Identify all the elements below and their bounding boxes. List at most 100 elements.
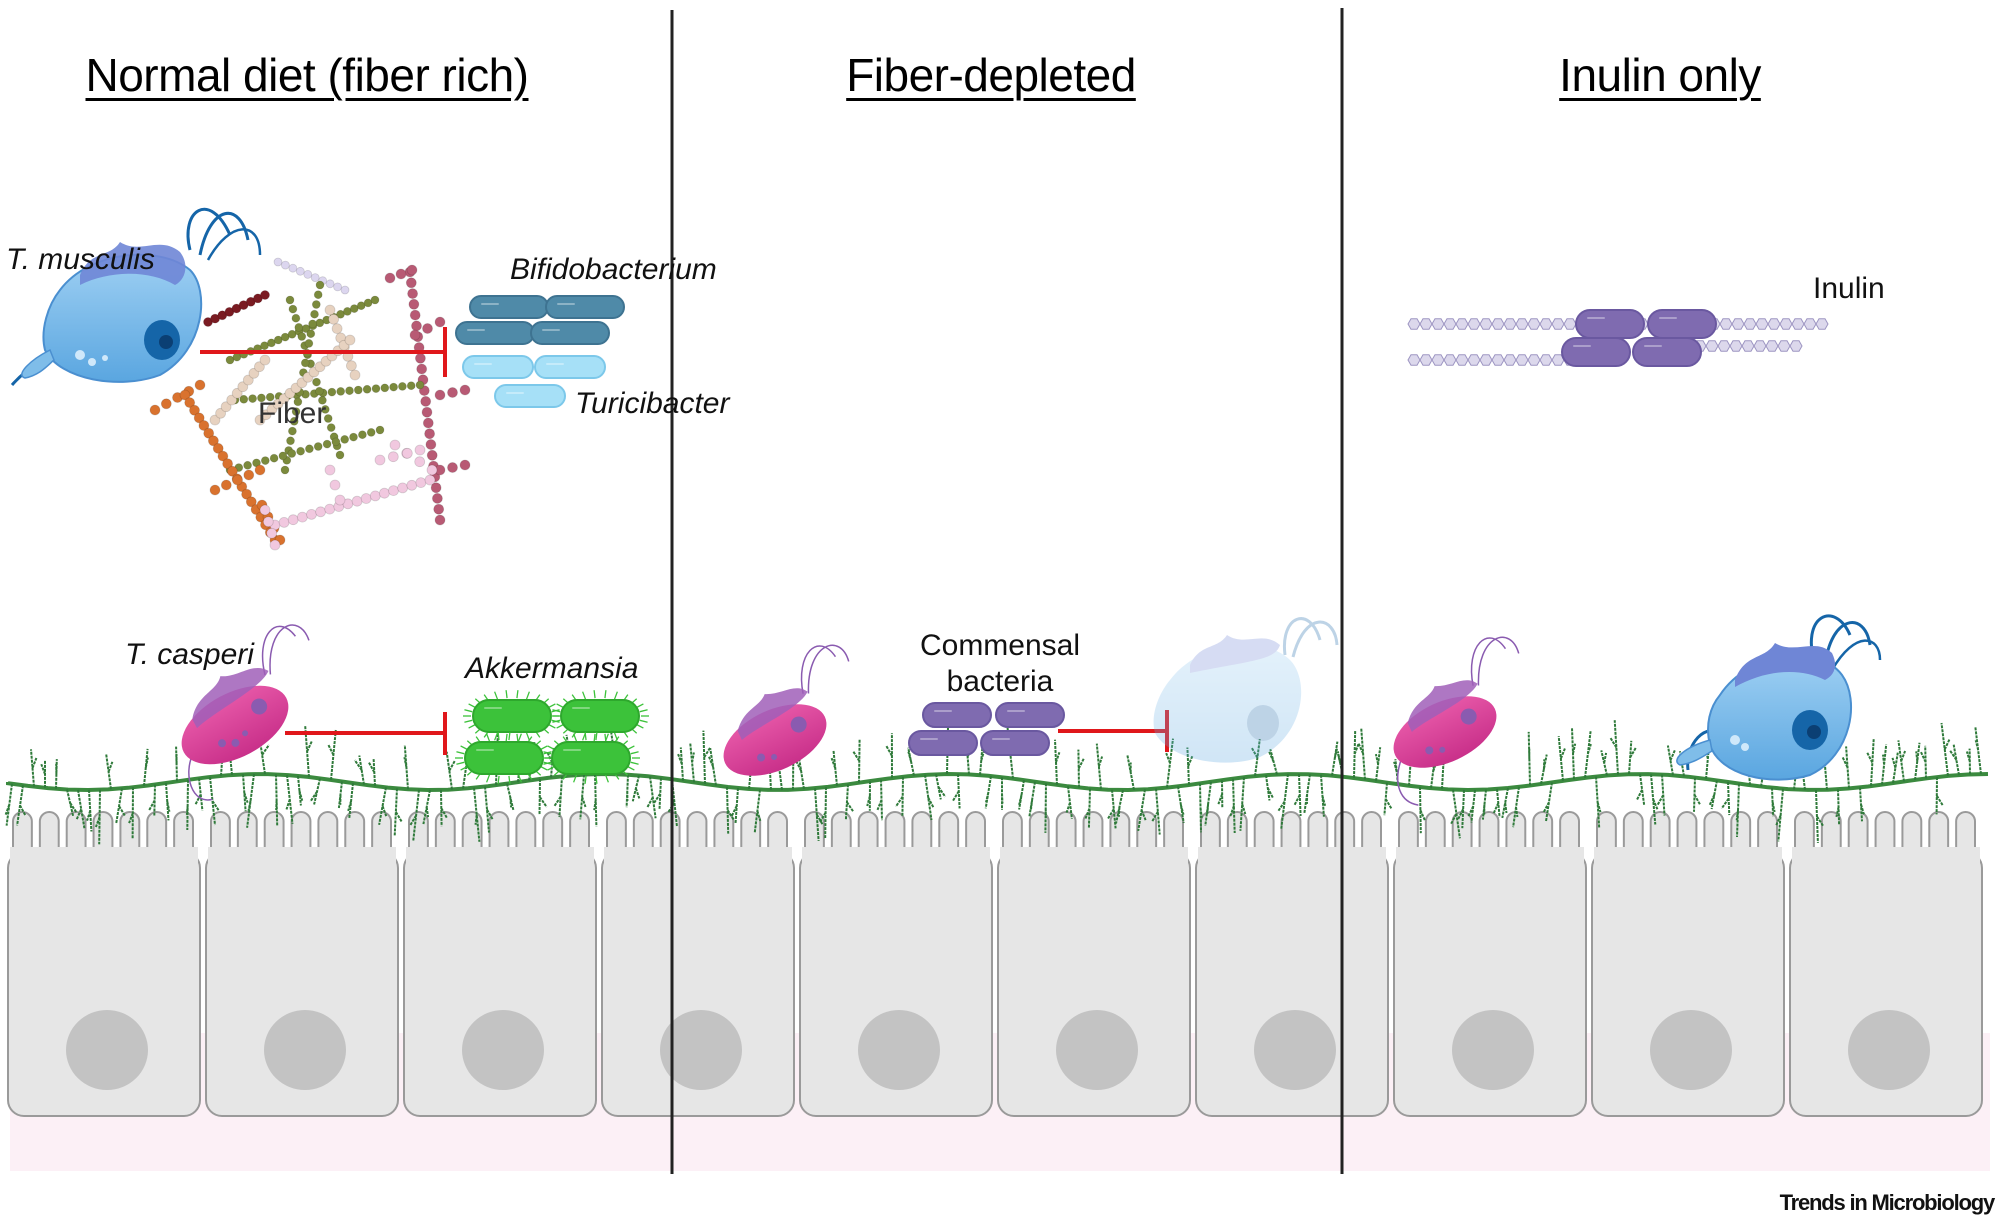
pilus [627, 745, 635, 751]
mucin-branch [185, 779, 189, 831]
mucin-branch [1974, 726, 1982, 775]
mucin-branch [708, 747, 717, 786]
mucin-branch [1600, 750, 1608, 776]
panel-title-normal-diet: Normal diet (fiber rich) [85, 49, 530, 101]
fiber-monomer [315, 506, 327, 518]
fiber-monomer [422, 417, 434, 429]
label-t-musculis: T. musculis [6, 243, 155, 276]
fiber-monomer [248, 394, 258, 404]
cell-apical [1792, 847, 1980, 887]
fiber-monomer [326, 423, 336, 433]
label-turicibacter: Turicibacter [575, 387, 730, 420]
mucin-branch [1331, 741, 1339, 776]
mucin-branch [309, 778, 321, 805]
fiber-monomer [345, 360, 357, 372]
fiber-monomer [374, 454, 386, 466]
mucin-branch [1595, 776, 1602, 828]
fiber-monomer [349, 369, 361, 381]
mucin-branch [1374, 747, 1382, 782]
mucin-branch [726, 786, 735, 834]
pilus [604, 774, 609, 783]
mucin-branch [347, 782, 354, 819]
mucin-branch [1859, 787, 1865, 822]
mucin-branch [1457, 789, 1465, 829]
fiber-monomer [420, 395, 432, 407]
inulin-monomer [1789, 340, 1803, 352]
mucin-branch [677, 747, 684, 781]
akkermansia-rod [542, 732, 640, 784]
fiber-monomer [363, 298, 373, 308]
inulin-monomer [1803, 318, 1817, 330]
akkermansia-rod [455, 732, 553, 784]
fiber-monomer [411, 320, 422, 332]
fiber-monomer [353, 385, 363, 395]
nucleus [1650, 1010, 1732, 1090]
fiber-monomer [300, 358, 310, 368]
rod-body [560, 699, 640, 733]
fiber-monomer [409, 329, 421, 341]
inulin-monomer [1563, 318, 1577, 330]
fiber-monomer [397, 482, 409, 494]
fiber-monomer [287, 514, 299, 526]
fiber-monomer [351, 495, 363, 507]
fiber-monomer [322, 439, 332, 449]
rod-body [980, 730, 1050, 756]
fiber-monomer [414, 352, 426, 364]
mucin-branch [689, 742, 695, 783]
fiber-monomer [241, 488, 253, 500]
fiber-monomer [324, 503, 336, 515]
fiber-monomer [310, 309, 319, 319]
pilus [460, 745, 468, 751]
mucin-branch [1571, 728, 1577, 780]
mucin-branch [1815, 789, 1825, 843]
inulin-monomer [1479, 318, 1493, 330]
inulin-monomer [1551, 318, 1565, 330]
bifidobacterium-rod [455, 321, 535, 345]
mucin-branch [593, 774, 598, 827]
mucin-branch [1540, 754, 1548, 785]
rod-body [469, 295, 549, 319]
t-musculis-protist [10, 207, 262, 386]
inulin-monomer [1443, 354, 1457, 366]
fiber-monomer [315, 280, 325, 290]
rod-body [551, 741, 631, 775]
fiber-monomer [384, 272, 396, 284]
fiber-monomer [409, 309, 421, 321]
fiber-monomer [333, 282, 343, 292]
fiber-monomer [349, 304, 359, 314]
pilus [497, 775, 500, 784]
epithelial-cell [1195, 811, 1389, 1117]
mucin-branch [422, 789, 431, 825]
label-fiber: Fiber [258, 397, 327, 430]
mucin-branch [327, 729, 337, 781]
bifidobacterium-rod [469, 295, 549, 319]
mucin-branch [1239, 777, 1247, 831]
inulin-monomer [1503, 318, 1517, 330]
nucleus [1254, 1010, 1336, 1090]
fiber-monomer [325, 279, 335, 289]
fiber-monomer [254, 464, 266, 476]
panel-title-inulin-only: Inulin only [1559, 49, 1761, 101]
mucin-branch [94, 789, 101, 845]
mucin-branch [1512, 786, 1520, 828]
fiber-monomer [209, 414, 221, 426]
mucin-branch [1054, 739, 1061, 785]
label-commensal-bacteria: Commensal bacteria [919, 629, 1081, 698]
t-casperi-protist-3 [1393, 636, 1520, 806]
mucin-branch [1940, 722, 1951, 777]
pilus [584, 775, 587, 784]
t-musculis-faded [1153, 617, 1339, 763]
fiber-monomer [342, 306, 352, 316]
mucin-branch [1835, 789, 1841, 825]
mucin-branch [1450, 789, 1461, 839]
pilus [548, 723, 556, 729]
commensal-rod [922, 702, 992, 728]
mucin-branch [1935, 777, 1944, 815]
inulin-monomer [1729, 340, 1743, 352]
fiber-monomer [262, 516, 274, 528]
mucin-branch [984, 775, 992, 809]
fiber-monomer [334, 494, 346, 506]
fiber-monomer [248, 367, 260, 379]
mucin-branch [4, 783, 13, 826]
inulin-monomer [1527, 354, 1541, 366]
